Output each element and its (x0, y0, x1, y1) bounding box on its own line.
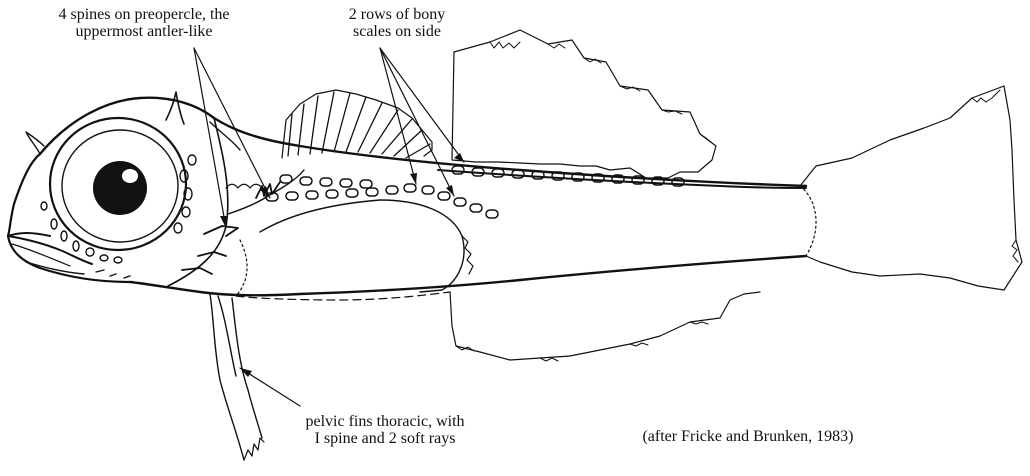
pectoral-fin (260, 200, 464, 292)
second-dorsal-fin (452, 30, 716, 178)
anal-fin (450, 292, 760, 360)
annotation-pelvic-fins: pelvic fins thoracic, with I spine and 2… (282, 413, 488, 447)
annotation-preopercle-spines: 4 spines on preopercle, the uppermost an… (6, 6, 282, 40)
pupil (93, 161, 147, 215)
annotation-line: pelvic fins thoracic, with (282, 413, 488, 430)
caudal-peduncle-line (800, 186, 816, 256)
annotation-line: I spine and 2 soft rays (282, 430, 488, 447)
figure-credit: (after Fricke and Brunken, 1983) (628, 428, 868, 445)
bony-scales-upper-row (280, 166, 684, 188)
annotation-line: 4 spines on preopercle, the (6, 6, 282, 23)
annotation-bony-scales: 2 rows of bony scales on side (266, 6, 528, 40)
lateral-line (438, 170, 806, 188)
annotation-line: uppermost antler-like (6, 23, 282, 40)
annotation-line: scales on side (266, 23, 528, 40)
bony-scales-lower-row (266, 184, 498, 218)
caudal-fin (800, 86, 1022, 290)
preopercle-spines (182, 182, 280, 274)
annotation-line: 2 rows of bony (266, 6, 528, 23)
opercle (168, 118, 228, 286)
body-lower-outline (130, 256, 806, 295)
